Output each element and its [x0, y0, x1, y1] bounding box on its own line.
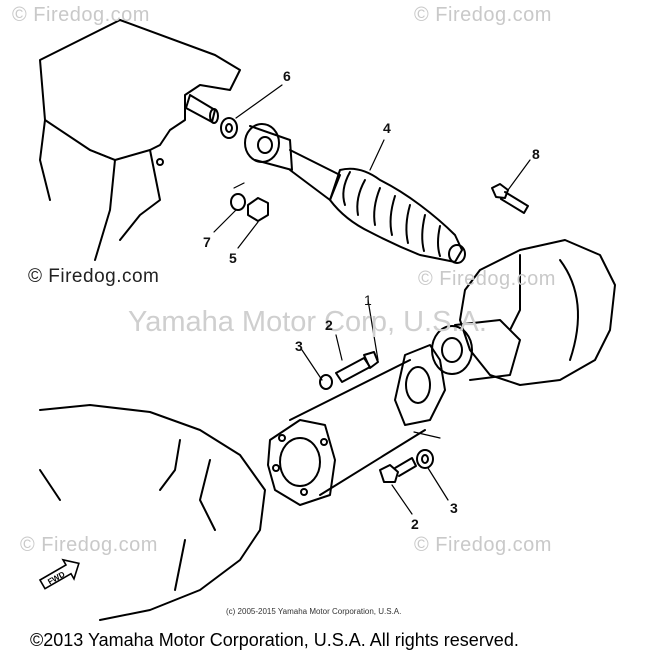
watermark-top-left: © Firedog.com [12, 4, 150, 26]
bolt-8 [491, 183, 529, 214]
callout-5: 5 [229, 250, 237, 266]
watermark-bottom-left: © Firedog.com [20, 534, 158, 556]
watermark-top-right: © Firedog.com [414, 4, 552, 26]
washer-7 [230, 193, 246, 211]
bolt-2-lower [379, 457, 417, 483]
callout-1: 1 [364, 292, 372, 308]
copyright: ©2013 Yamaha Motor Corporation, U.S.A. A… [30, 630, 519, 650]
flanged-tube [267, 344, 446, 506]
callout-4: 4 [383, 120, 391, 136]
callout-8: 8 [532, 146, 540, 162]
callout-3-lower: 3 [450, 500, 458, 516]
watermark-bottom-right: © Firedog.com [414, 534, 552, 556]
frame-bracket [39, 19, 241, 261]
washer-3-lower [416, 449, 434, 469]
callout-2-lower: 2 [411, 516, 419, 532]
washer-6 [220, 117, 238, 139]
callout-2-upper: 2 [325, 317, 333, 333]
gear-case [431, 239, 616, 386]
nut-5 [247, 197, 269, 222]
washer-3-upper [319, 374, 333, 390]
watermark-center: Yamaha Motor Corp, U.S.A. [128, 306, 487, 338]
watermark-mid-left: © Firedog.com [28, 266, 160, 287]
bracket-stud [185, 94, 219, 124]
callout-7: 7 [203, 234, 211, 250]
fwd-arrow-icon: FWD [38, 558, 80, 590]
engine-casing [39, 404, 266, 621]
watermark-mid-right: © Firedog.com [418, 268, 556, 290]
callout-3-upper: 3 [295, 338, 303, 354]
shock-absorber [244, 123, 466, 264]
small-copyright: (c) 2005-2015 Yamaha Motor Corporation, … [226, 607, 402, 616]
callout-6: 6 [283, 68, 291, 84]
bolt-2-upper [335, 351, 379, 383]
leader-lines [213, 84, 531, 515]
